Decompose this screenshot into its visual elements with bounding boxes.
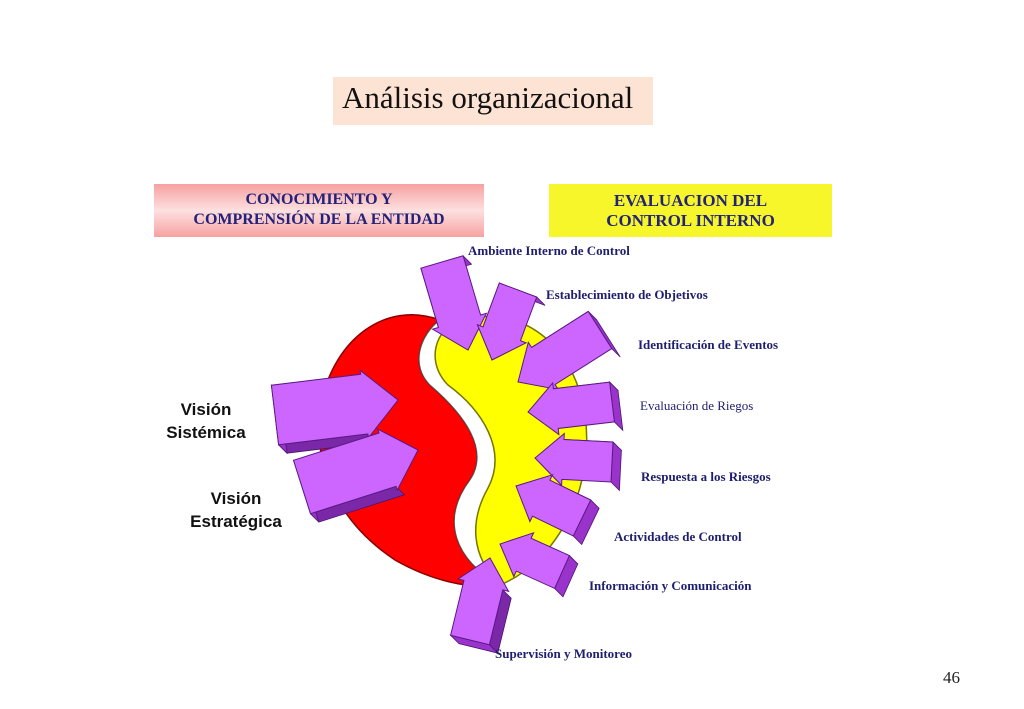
arrow-vision-estrategica bbox=[292, 428, 419, 523]
page-title: Análisis organizacional bbox=[342, 80, 634, 115]
arrow-supervision-monitoreo bbox=[449, 557, 512, 654]
label-establecimiento-objetivos: Establecimiento de Objetivos bbox=[546, 287, 708, 302]
arrow-vision-sistemica bbox=[270, 369, 399, 455]
label-ambiente-interno: Ambiente Interno de Control bbox=[468, 243, 630, 258]
arrow-evaluacion-riegos bbox=[527, 380, 624, 436]
knowledge-header-line-2: COMPRENSIÓN DE LA ENTIDAD bbox=[193, 211, 445, 228]
vision-sistemica-label: Visión Sistémica bbox=[158, 398, 254, 444]
arrow-ambiente-interno bbox=[420, 255, 488, 351]
vision-sistemica-line-2: Sistémica bbox=[166, 423, 246, 442]
vision-estrategica-line-2: Estratégica bbox=[190, 512, 282, 531]
knowledge-header-box: CONOCIMIENTO Y COMPRENSIÓN DE LA ENTIDAD bbox=[154, 184, 484, 237]
internal-control-header-box: EVALUACION DEL CONTROL INTERNO bbox=[549, 184, 832, 237]
label-respuesta-riesgos: Respuesta a los Riesgos bbox=[641, 469, 771, 484]
knowledge-header-line-1: CONOCIMIENTO Y bbox=[245, 191, 393, 208]
vision-estrategica-label: Visión Estratégica bbox=[178, 487, 294, 533]
arrow-identificacion-eventos bbox=[517, 310, 621, 391]
arrow-informacion-comunicacion bbox=[499, 531, 579, 598]
page-number: 46 bbox=[943, 668, 960, 687]
label-identificacion-eventos: Identificación de Eventos bbox=[638, 337, 779, 352]
arrow-respuesta-riesgos bbox=[534, 432, 623, 492]
internal-control-header-line-1: EVALUACION DEL bbox=[613, 191, 768, 210]
internal-control-header-line-2: CONTROL INTERNO bbox=[606, 211, 775, 230]
vision-estrategica-line-1: Visión bbox=[210, 489, 262, 508]
label-informacion-comunicacion: Información y Comunicación bbox=[589, 578, 752, 593]
title-box bbox=[333, 77, 653, 125]
label-actividades-control: Actividades de Control bbox=[614, 529, 742, 544]
arrow-establecimiento-objetivos bbox=[476, 282, 546, 361]
label-evaluacion-riegos: Evaluación de Riegos bbox=[640, 398, 754, 413]
vision-sistemica-line-1: Visión bbox=[180, 400, 232, 419]
arrow-actividades-control bbox=[515, 473, 600, 546]
label-supervision-monitoreo: Supervisión y Monitoreo bbox=[495, 646, 632, 661]
